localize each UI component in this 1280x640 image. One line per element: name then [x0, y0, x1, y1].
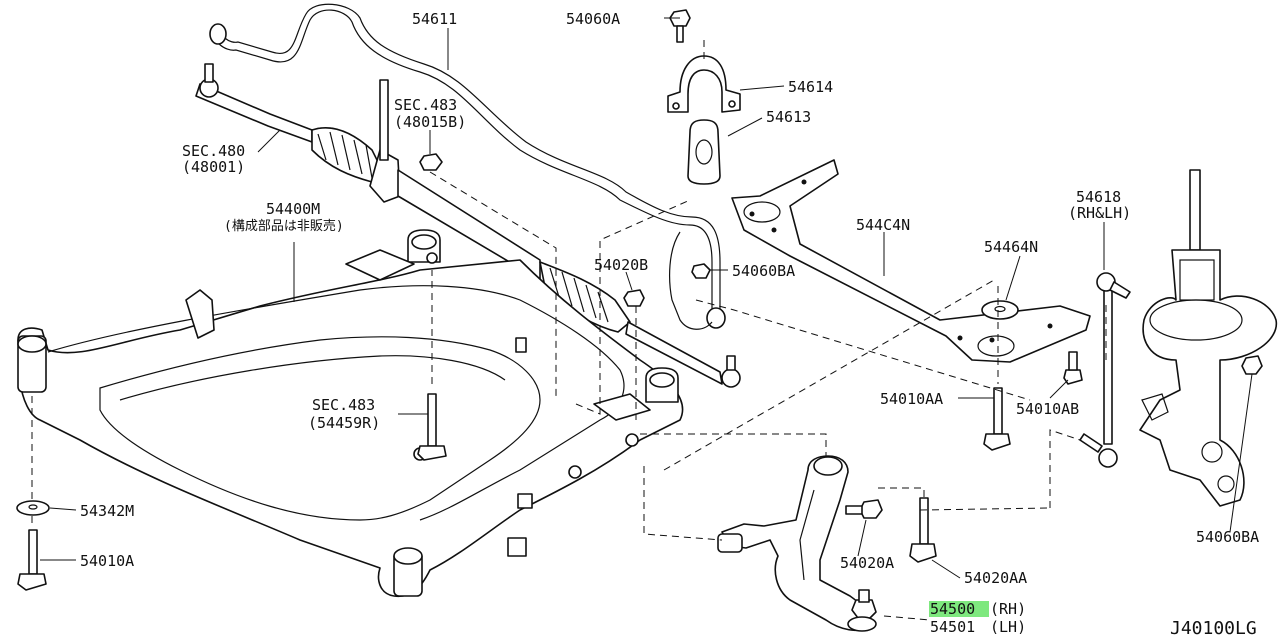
stabilizer-bracket[interactable]	[667, 55, 741, 113]
bolt-54020A[interactable]	[845, 499, 883, 519]
leader-lines	[40, 17, 1253, 579]
highlight-54500	[929, 601, 989, 617]
label-sec480[interactable]: SEC.480	[182, 142, 245, 160]
washer-54464N[interactable]	[981, 300, 1019, 320]
label-54020AA[interactable]: 54020AA	[964, 569, 1027, 587]
nut-54060BA[interactable]	[691, 263, 711, 279]
label-54010AB[interactable]: 54010AB	[1016, 400, 1079, 418]
label-54500[interactable]: 54500	[930, 600, 975, 618]
label-54060A[interactable]: 54060A	[566, 10, 620, 28]
label-54459R[interactable]: (54459R)	[308, 414, 380, 432]
suspension-member[interactable]	[17, 229, 684, 598]
label-544C4N[interactable]: 544C4N	[856, 216, 910, 234]
transverse-link[interactable]	[717, 455, 877, 632]
bolt-54010AA[interactable]	[983, 387, 1011, 451]
label-48001[interactable]: (48001)	[182, 158, 245, 176]
label-54060BA-a[interactable]: 54060BA	[732, 262, 795, 280]
label-48015B[interactable]: (48015B)	[394, 113, 466, 131]
label-54618[interactable]: 54618	[1076, 188, 1121, 206]
label-54501[interactable]: 54501	[930, 618, 975, 636]
nut-48015B[interactable]	[419, 153, 443, 171]
gusset-plate[interactable]	[731, 159, 1091, 363]
label-54464N[interactable]: 54464N	[984, 238, 1038, 256]
bolt-54020AA[interactable]	[909, 497, 937, 563]
bolt-54010A[interactable]	[17, 529, 47, 591]
stabilizer-bar[interactable]	[209, 3, 726, 330]
bolt-54060A[interactable]	[669, 9, 691, 43]
assembly-lines	[31, 40, 1107, 621]
label-54501-side: (LH)	[990, 618, 1026, 636]
label-54020A[interactable]: 54020A	[840, 554, 894, 572]
label-54500-side: (RH)	[990, 600, 1026, 618]
label-54060BA-b[interactable]: 54060BA	[1196, 528, 1259, 546]
diagram-code: J40100LG	[1170, 618, 1257, 639]
label-54613[interactable]: 54613	[766, 108, 811, 126]
part-labels: 54611 54060A 54614 54613 SEC.483 (48015B…	[80, 10, 1259, 639]
label-54010AA[interactable]: 54010AA	[880, 390, 943, 408]
bolt-54459R[interactable]	[417, 393, 447, 461]
label-sec483-b[interactable]: SEC.483	[312, 396, 375, 414]
stabilizer-link[interactable]	[1079, 272, 1131, 468]
washer-54342M[interactable]	[16, 500, 50, 516]
bolt-54010AB[interactable]	[1063, 351, 1083, 385]
label-sec483-a[interactable]: SEC.483	[394, 96, 457, 114]
steering-gear[interactable]	[195, 63, 741, 388]
label-54400M[interactable]: 54400M	[266, 200, 320, 218]
label-54010A[interactable]: 54010A	[80, 552, 134, 570]
label-54614[interactable]: 54614	[788, 78, 833, 96]
strut-assembly[interactable]	[1139, 169, 1278, 507]
nut-54020B[interactable]	[623, 289, 645, 307]
stabilizer-bushing[interactable]	[687, 119, 721, 185]
label-54611[interactable]: 54611	[412, 10, 457, 28]
label-54618-side: (RH&LH)	[1068, 204, 1131, 222]
nut-54060BA-strut[interactable]	[1241, 355, 1263, 375]
label-54400M-note: (構成部品は非販売)	[224, 218, 344, 234]
label-54342M[interactable]: 54342M	[80, 502, 134, 520]
label-54020B[interactable]: 54020B	[594, 256, 648, 274]
